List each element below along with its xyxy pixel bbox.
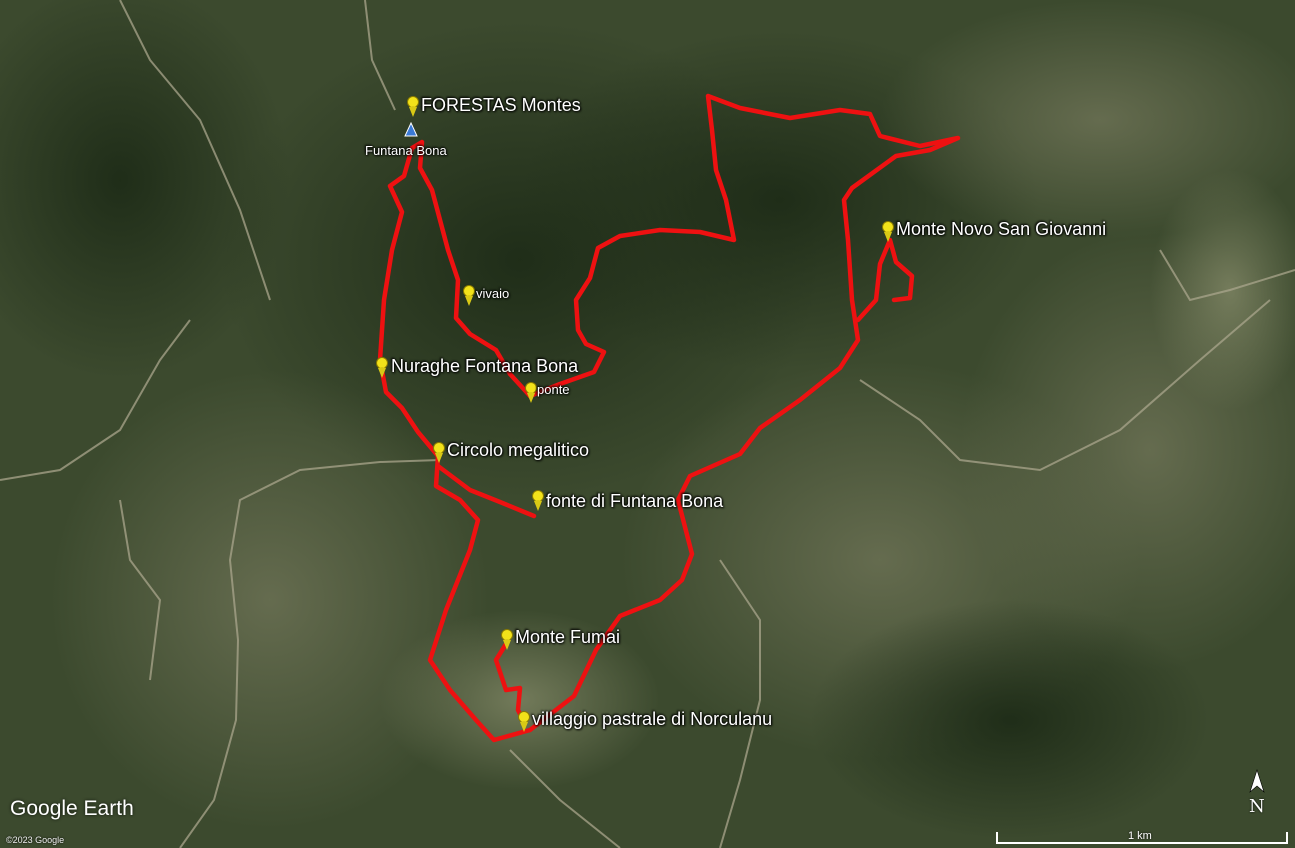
placemark-pin-icon[interactable] [460, 285, 478, 307]
compass-label: N [1249, 796, 1265, 817]
placemark-label-villaggio-pastrale[interactable]: villaggio pastrale di Norculanu [532, 709, 773, 729]
placemark-pin-icon[interactable] [430, 442, 448, 464]
placemark-label-fonte-di-funtana-bona[interactable]: fonte di Funtana Bona [546, 491, 724, 511]
placemark-pin-icon[interactable] [879, 221, 897, 243]
placemark-pin-icon[interactable] [522, 382, 540, 404]
placemark-label-vivaio[interactable]: vivaio [476, 286, 510, 301]
placemark-pin-icon[interactable] [529, 490, 547, 512]
scale-bar: 1 km [996, 830, 1288, 846]
north-arrow-icon[interactable]: N [1246, 768, 1268, 820]
placemark-label-nuraghe-fontana-bona[interactable]: Nuraghe Fontana Bona [391, 356, 579, 376]
placemark-label-ponte[interactable]: ponte [537, 382, 570, 397]
placemark-label-monte-novo-san-giovanni[interactable]: Monte Novo San Giovanni [896, 219, 1107, 239]
placemark-label-forestas-montes[interactable]: FORESTAS Montes [421, 95, 581, 115]
placemark-pin-icon[interactable] [498, 629, 516, 651]
placemark-label-funtana-bona[interactable]: Funtana Bona [365, 143, 447, 158]
copyright-text: ©2023 Google [6, 835, 65, 845]
placemark-pin-icon[interactable] [515, 711, 533, 733]
placemark-label-monte-fumai[interactable]: Monte Fumai [515, 627, 621, 647]
placemark-pin-icon[interactable] [373, 357, 391, 379]
google-earth-logo: Google Earth [10, 797, 134, 820]
placemark-label-circolo-megalitico[interactable]: Circolo megalitico [447, 440, 590, 460]
start-marker-icon [404, 122, 418, 137]
placemark-pin-icon[interactable] [404, 96, 422, 118]
scale-label: 1 km [1128, 830, 1152, 842]
